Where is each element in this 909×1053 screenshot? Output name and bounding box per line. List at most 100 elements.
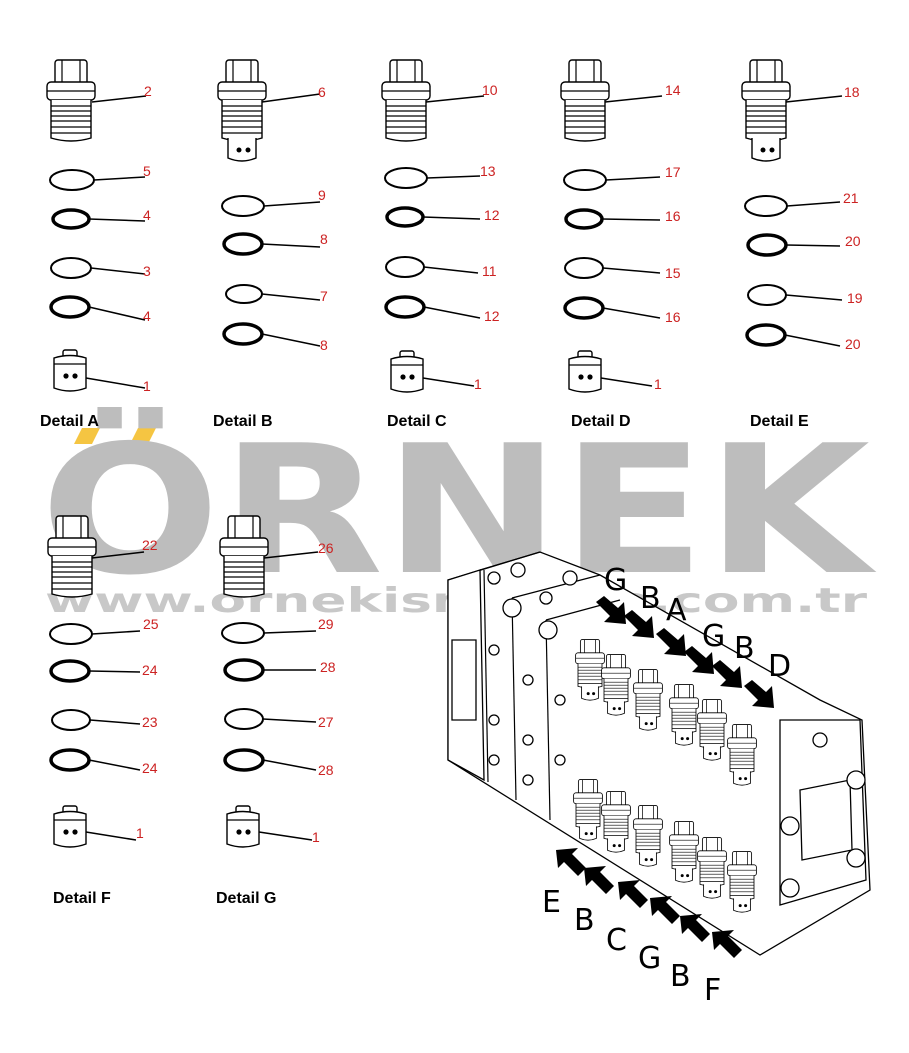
o-ring-icon (385, 256, 425, 278)
detail-label: Detail C (387, 413, 447, 430)
callout-ring-4: 4 (143, 308, 151, 324)
arrow-label: G (604, 563, 627, 598)
o-ring-icon (49, 623, 93, 645)
callout-ring-3: 19 (847, 290, 863, 306)
o-ring-icon (564, 257, 604, 279)
callout-valve: 22 (142, 537, 158, 553)
callout-ring-4: 24 (142, 760, 158, 776)
callout-ring-3: 3 (143, 263, 151, 279)
o-ring-icon (563, 296, 605, 320)
callout-ring-3: 23 (142, 714, 158, 730)
o-ring-icon (744, 195, 788, 217)
callout-ring-4: 20 (845, 336, 861, 352)
callout-valve: 10 (482, 82, 498, 98)
detail-label: Detail E (750, 413, 809, 430)
piston-icon (390, 350, 424, 393)
callout-ring-2: 24 (142, 662, 158, 678)
callout-ring-1: 5 (143, 163, 151, 179)
o-ring-icon (222, 322, 264, 346)
callout-valve: 2 (144, 83, 152, 99)
o-ring-icon (49, 748, 91, 772)
callout-ring-2: 28 (320, 659, 336, 675)
arrow-icon (556, 848, 586, 876)
arrow-label: G (702, 619, 725, 654)
arrow-label: E (542, 885, 561, 920)
callout-ring-3: 7 (320, 288, 328, 304)
o-ring-icon (49, 295, 91, 319)
detail-label: Detail G (216, 890, 276, 907)
detail-label: Detail D (571, 413, 631, 430)
callout-piston: 1 (474, 376, 482, 392)
o-ring-icon (746, 233, 788, 257)
o-ring-icon (50, 257, 92, 279)
detail-c: 10 13 12 11 12 1 Detail C (381, 59, 500, 430)
o-ring-icon (563, 169, 607, 191)
detail-g: 26 29 28 27 28 1 Detail G (216, 515, 336, 907)
detail-label: Detail B (213, 413, 273, 430)
control-valve-assembly-icon (447, 551, 871, 956)
relief-valve-icon (560, 59, 610, 142)
relief-valve-icon (218, 60, 266, 161)
callout-valve: 6 (318, 84, 326, 100)
callout-valve: 18 (844, 84, 860, 100)
callout-ring-1: 29 (318, 616, 334, 632)
callout-ring-1: 9 (318, 187, 326, 203)
callout-ring-2: 4 (143, 207, 151, 223)
callout-valve: 26 (318, 540, 334, 556)
piston-icon (53, 805, 87, 848)
callout-piston: 1 (654, 376, 662, 392)
callout-ring-4: 16 (665, 309, 681, 325)
callout-ring-1: 17 (665, 164, 681, 180)
callout-piston: 1 (136, 825, 144, 841)
callout-piston: 1 (143, 378, 151, 394)
arrow-label: B (640, 581, 661, 616)
callout-ring-2: 16 (665, 208, 681, 224)
o-ring-icon (223, 658, 265, 682)
o-ring-icon (49, 169, 95, 191)
o-ring-icon (223, 748, 265, 772)
arrow-label: C (606, 923, 627, 958)
detail-e: 18 21 20 19 20 Detail E (742, 60, 863, 430)
arrow-label: G (638, 941, 661, 976)
o-ring-icon (224, 708, 264, 730)
arrow-icon (584, 866, 614, 894)
arrow-label: A (666, 593, 687, 628)
o-ring-icon (384, 167, 428, 189)
o-ring-icon (49, 659, 91, 683)
detail-a: 2 5 4 3 4 1 Detail A (40, 59, 152, 430)
piston-icon (226, 805, 260, 848)
watermark-accent-2 (130, 428, 156, 444)
callout-ring-3: 27 (318, 714, 334, 730)
callout-ring-2: 8 (320, 231, 328, 247)
relief-valve-icon (381, 59, 431, 142)
callout-ring-2: 12 (484, 207, 500, 223)
o-ring-icon (385, 206, 425, 228)
piston-icon (53, 349, 87, 392)
arrow-icon (618, 880, 648, 908)
callout-valve: 14 (665, 82, 681, 98)
callout-ring-3: 15 (665, 265, 681, 281)
arrow-label: B (734, 631, 755, 666)
callout-ring-1: 13 (480, 163, 496, 179)
callout-ring-1: 21 (843, 190, 859, 206)
o-ring-icon (221, 622, 265, 644)
callout-ring-4: 8 (320, 337, 328, 353)
o-ring-icon (51, 208, 91, 230)
arrow-label: D (768, 649, 791, 684)
watermark-accent-1 (74, 428, 100, 444)
detail-b: 6 9 8 7 8 Detail B (213, 60, 328, 430)
arrow-label: F (704, 973, 721, 1008)
arrow-label: B (670, 959, 691, 994)
callout-ring-3: 11 (482, 263, 497, 279)
o-ring-icon (747, 284, 787, 306)
o-ring-icon (225, 284, 263, 304)
detail-label: Detail F (53, 890, 111, 907)
callout-piston: 1 (312, 829, 320, 845)
detail-d: 14 17 16 15 16 1 Detail D (560, 59, 681, 430)
o-ring-icon (221, 195, 265, 217)
o-ring-icon (51, 709, 91, 731)
callout-ring-4: 12 (484, 308, 500, 324)
assembly-arrows-top: G B A G B D (596, 563, 791, 708)
relief-valve-icon (742, 60, 790, 161)
